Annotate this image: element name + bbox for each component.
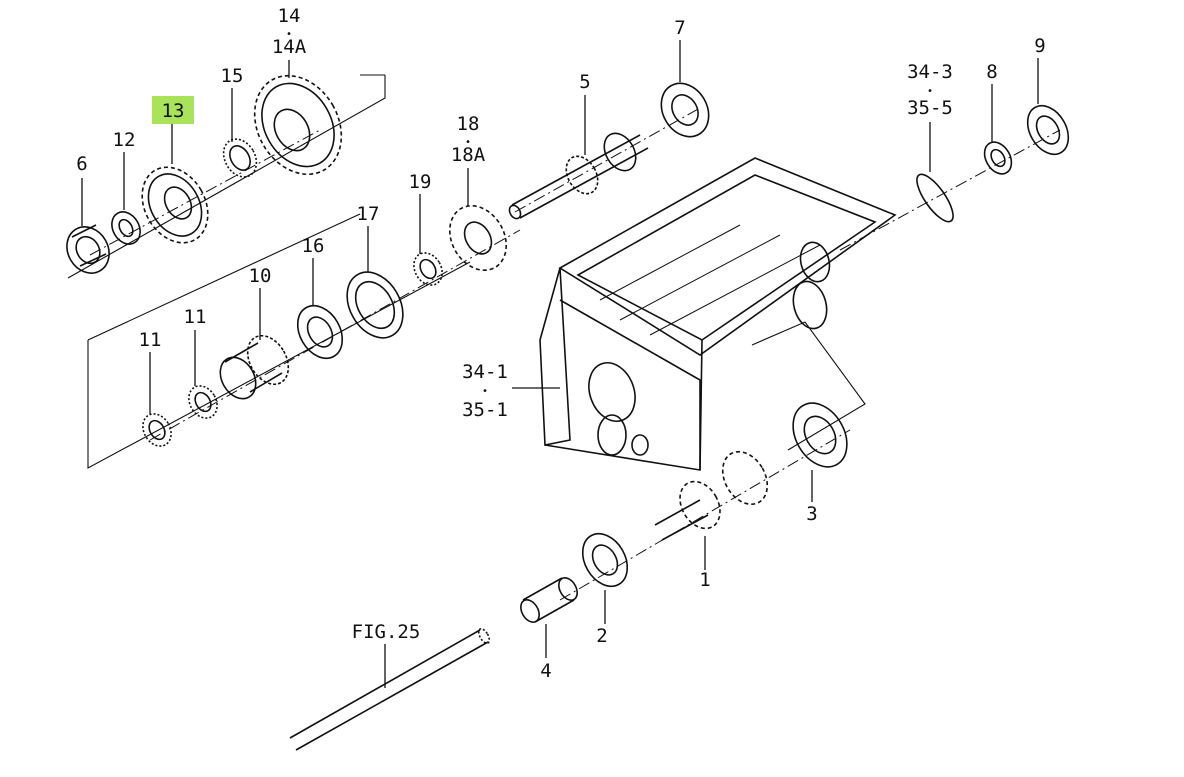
label-35-5[interactable]: 35-5 bbox=[907, 97, 953, 119]
label-11a[interactable]: 11 bbox=[139, 329, 162, 351]
bearing-3 bbox=[792, 402, 848, 468]
needle-bearing-15 bbox=[222, 138, 258, 178]
label-14a[interactable]: 14A bbox=[272, 36, 307, 58]
label-19[interactable]: 19 bbox=[409, 171, 432, 193]
seal-9 bbox=[1026, 104, 1070, 156]
label-11b[interactable]: 11 bbox=[184, 306, 207, 328]
label-dot-14: • bbox=[286, 29, 292, 40]
label-8[interactable]: 8 bbox=[986, 61, 997, 83]
label-5[interactable]: 5 bbox=[579, 71, 590, 93]
label-4[interactable]: 4 bbox=[540, 660, 551, 682]
axis-middle bbox=[149, 229, 521, 441]
label-9[interactable]: 9 bbox=[1034, 35, 1045, 57]
long-shaft-fig25 bbox=[289, 627, 491, 751]
label-17[interactable]: 17 bbox=[357, 203, 380, 225]
collar-12 bbox=[111, 211, 141, 245]
label-14[interactable]: 14 bbox=[278, 5, 301, 27]
label-13[interactable]: 13 bbox=[162, 100, 185, 122]
label-dot-34-3: • bbox=[927, 86, 933, 97]
label-fig-25[interactable]: FIG.25 bbox=[352, 621, 421, 643]
axis-lower bbox=[559, 429, 851, 601]
leader-lines bbox=[81, 40, 1039, 688]
label-16[interactable]: 16 bbox=[302, 235, 325, 257]
needle-bearing-19 bbox=[413, 252, 443, 286]
ring-17 bbox=[346, 271, 404, 339]
gear-13 bbox=[141, 166, 209, 244]
label-35-1[interactable]: 35-1 bbox=[462, 399, 508, 421]
sleeve-16 bbox=[296, 304, 344, 360]
highlight-13 bbox=[152, 96, 194, 124]
bearing-2 bbox=[581, 532, 629, 588]
coupling-4 bbox=[520, 577, 578, 623]
snap-ring-34-3 bbox=[916, 173, 954, 223]
label-18[interactable]: 18 bbox=[457, 113, 480, 135]
hub-10 bbox=[219, 334, 290, 400]
label-15[interactable]: 15 bbox=[221, 65, 244, 87]
gear-14 bbox=[253, 74, 343, 176]
group-frame-right bbox=[751, 321, 866, 451]
bushing-8 bbox=[983, 141, 1013, 175]
label-18a[interactable]: 18A bbox=[451, 144, 486, 166]
axis-shaft-5 bbox=[514, 107, 701, 213]
transmission-housing bbox=[539, 157, 897, 471]
label-2[interactable]: 2 bbox=[596, 625, 607, 647]
label-10[interactable]: 10 bbox=[249, 265, 272, 287]
label-12[interactable]: 12 bbox=[113, 129, 136, 151]
label-1[interactable]: 1 bbox=[699, 569, 710, 591]
gear-18 bbox=[448, 205, 508, 271]
label-dot-34-1: • bbox=[482, 386, 488, 397]
needle-bearing-11a bbox=[142, 413, 172, 447]
bearing-6 bbox=[66, 224, 110, 274]
shaft-5 bbox=[508, 132, 649, 220]
bearing-7 bbox=[660, 82, 710, 138]
label-dot-18: • bbox=[465, 137, 471, 148]
label-34-1[interactable]: 34-1 bbox=[462, 361, 508, 383]
label-7[interactable]: 7 bbox=[674, 17, 685, 39]
needle-bearing-11b bbox=[188, 385, 218, 419]
label-34-3[interactable]: 34-3 bbox=[907, 61, 953, 83]
label-6[interactable]: 6 bbox=[76, 153, 87, 175]
gear-shaft-1 bbox=[654, 450, 769, 541]
axis-right bbox=[839, 129, 1061, 251]
group-frame-upper bbox=[67, 74, 386, 279]
label-3[interactable]: 3 bbox=[806, 503, 817, 525]
